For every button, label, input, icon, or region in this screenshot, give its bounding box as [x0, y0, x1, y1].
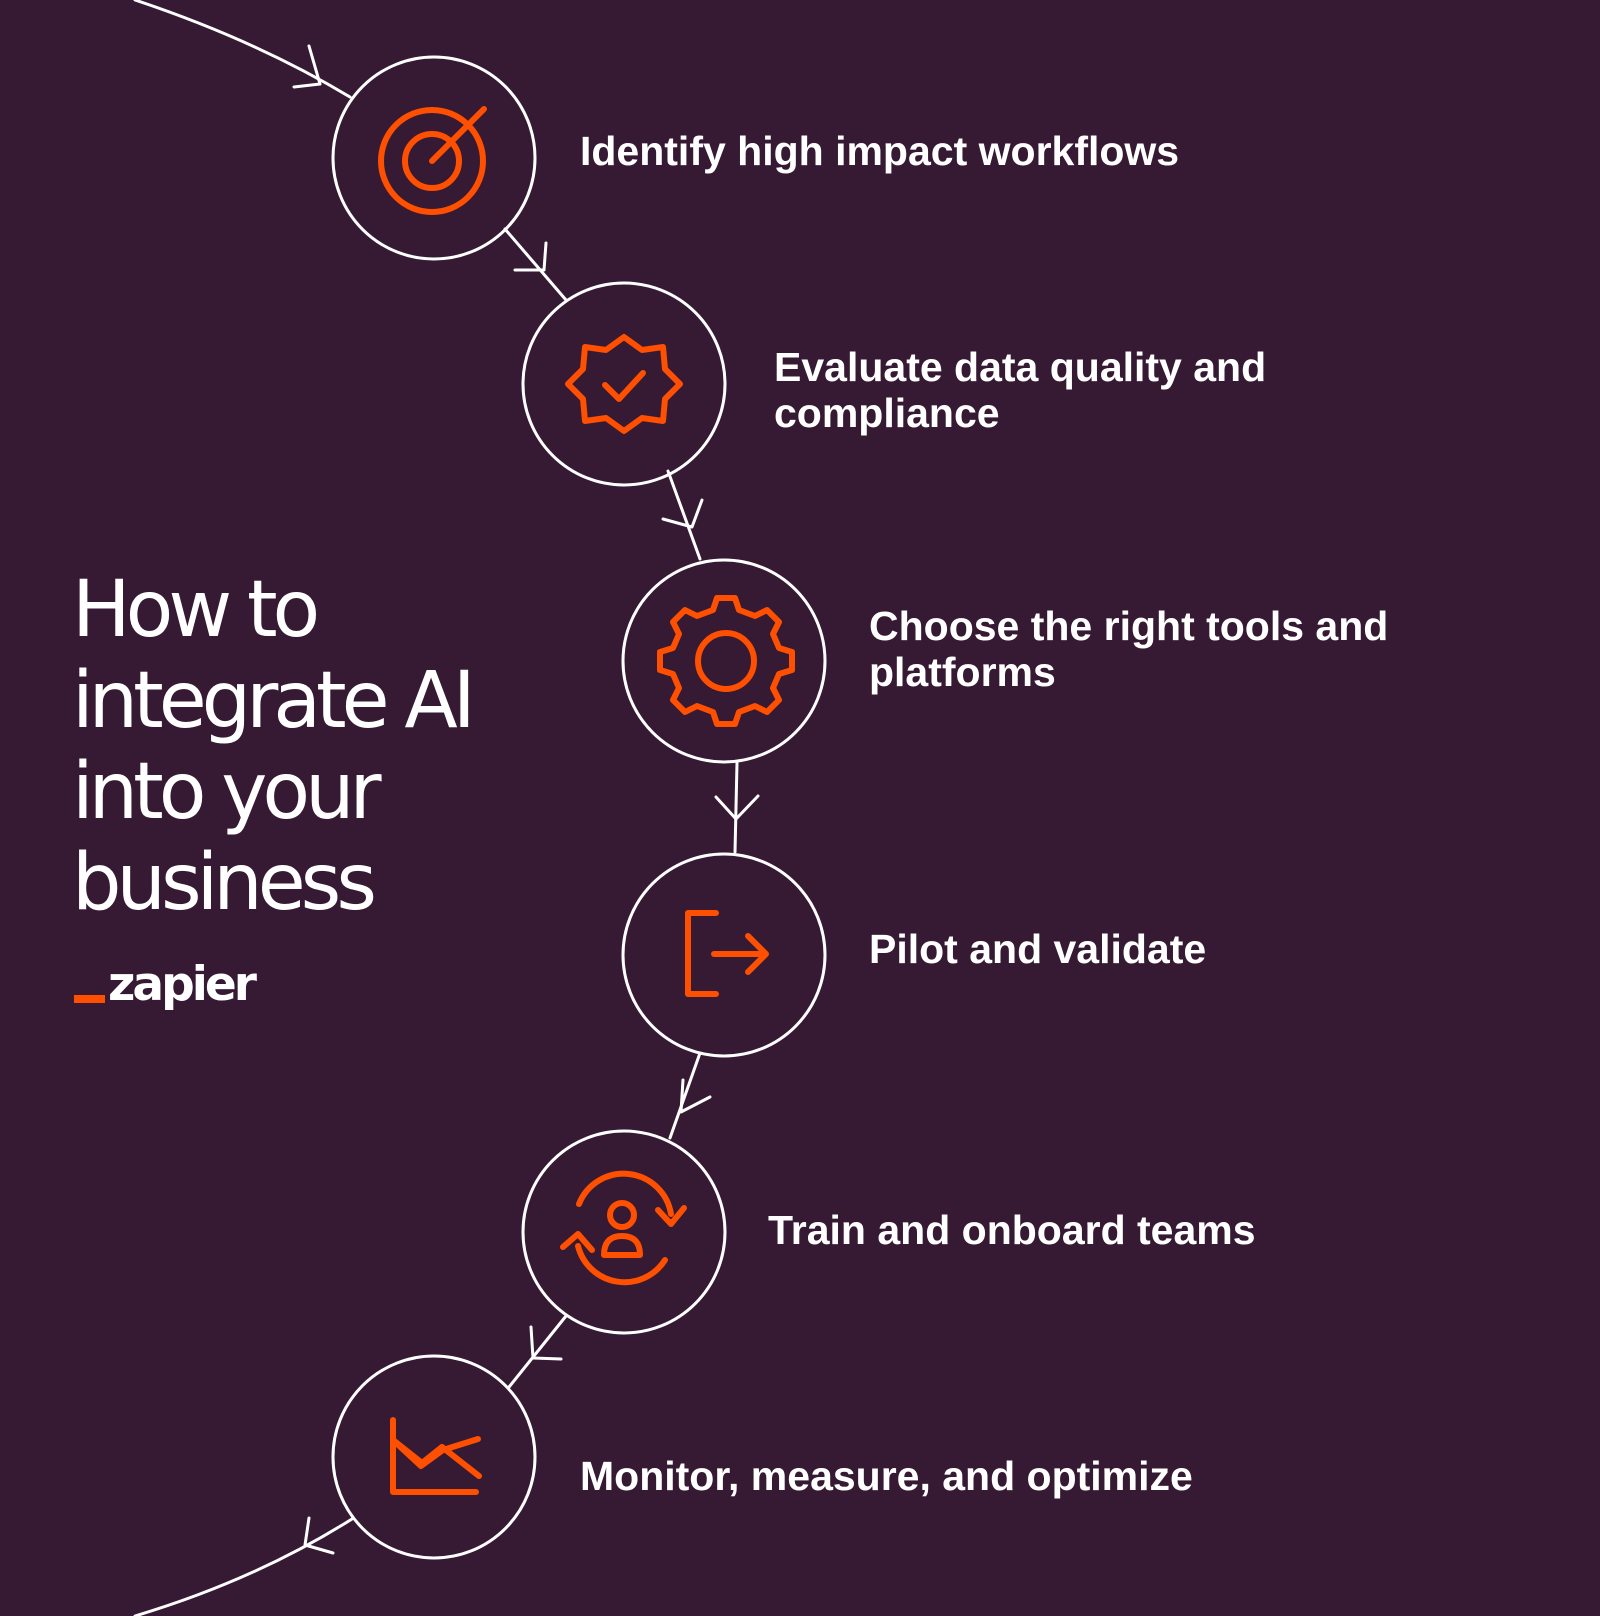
- connector-1-2: [503, 227, 568, 302]
- step-6-circle: [331, 1354, 537, 1560]
- logo-wordmark: zapier: [108, 957, 257, 1012]
- target-icon: [378, 106, 487, 215]
- step-4-label: Pilot and validate: [869, 926, 1206, 972]
- title-line: business: [72, 838, 377, 928]
- step-1-circle: [331, 55, 537, 261]
- connector-exit: [133, 1517, 354, 1616]
- step-label-line: Evaluate data quality and: [774, 344, 1267, 390]
- step-3-circle: [621, 558, 827, 764]
- step-label-line: Choose the right tools and: [869, 603, 1389, 649]
- arrowhead: [679, 1078, 712, 1114]
- user-sync-icon: [560, 1170, 687, 1286]
- step-6-label: Monitor, measure, and optimize: [580, 1453, 1193, 1499]
- step-1-label: Identify high impact workflows: [580, 128, 1179, 174]
- connector-5-6: [507, 1314, 568, 1389]
- step-4-circle: [621, 852, 827, 1058]
- step-label-line: Identify high impact workflows: [580, 128, 1180, 174]
- step-2-label: Evaluate data quality and compliance: [774, 344, 1266, 436]
- line-chart-icon: [390, 1417, 482, 1495]
- connector-entry: [133, 0, 352, 99]
- connector-4-5: [668, 1051, 702, 1140]
- step-label-line: Pilot and validate: [869, 926, 1207, 972]
- page-title: How to integrate AI into your business: [72, 565, 552, 929]
- title-line: into your: [72, 747, 382, 837]
- logo-underscore-mark: [74, 995, 105, 1003]
- gear-icon: [657, 595, 795, 727]
- step-label-line: Train and onboard teams: [768, 1207, 1256, 1253]
- zapier-logo: zapier: [74, 955, 257, 1015]
- title-line: How to: [72, 565, 320, 655]
- connector-2-3: [666, 469, 702, 561]
- arrowhead: [661, 498, 704, 529]
- step-label-line: compliance: [774, 390, 1000, 436]
- step-label-line: platforms: [869, 649, 1056, 695]
- title-line: integrate AI: [72, 656, 476, 746]
- arrowhead: [303, 1516, 335, 1555]
- connector-3-4: [733, 761, 739, 854]
- arrowhead: [529, 1325, 563, 1361]
- arrowhead: [292, 44, 322, 89]
- exit-arrow-icon: [685, 910, 769, 997]
- arrowhead: [513, 241, 548, 272]
- verified-badge-icon: [565, 334, 683, 434]
- arrowhead: [714, 794, 760, 821]
- step-3-label: Choose the right tools and platforms: [869, 603, 1388, 695]
- step-2-circle: [521, 281, 727, 487]
- step-5-circle: [521, 1129, 727, 1335]
- step-label-line: Monitor, measure, and optimize: [580, 1453, 1193, 1499]
- step-5-label: Train and onboard teams: [768, 1207, 1256, 1253]
